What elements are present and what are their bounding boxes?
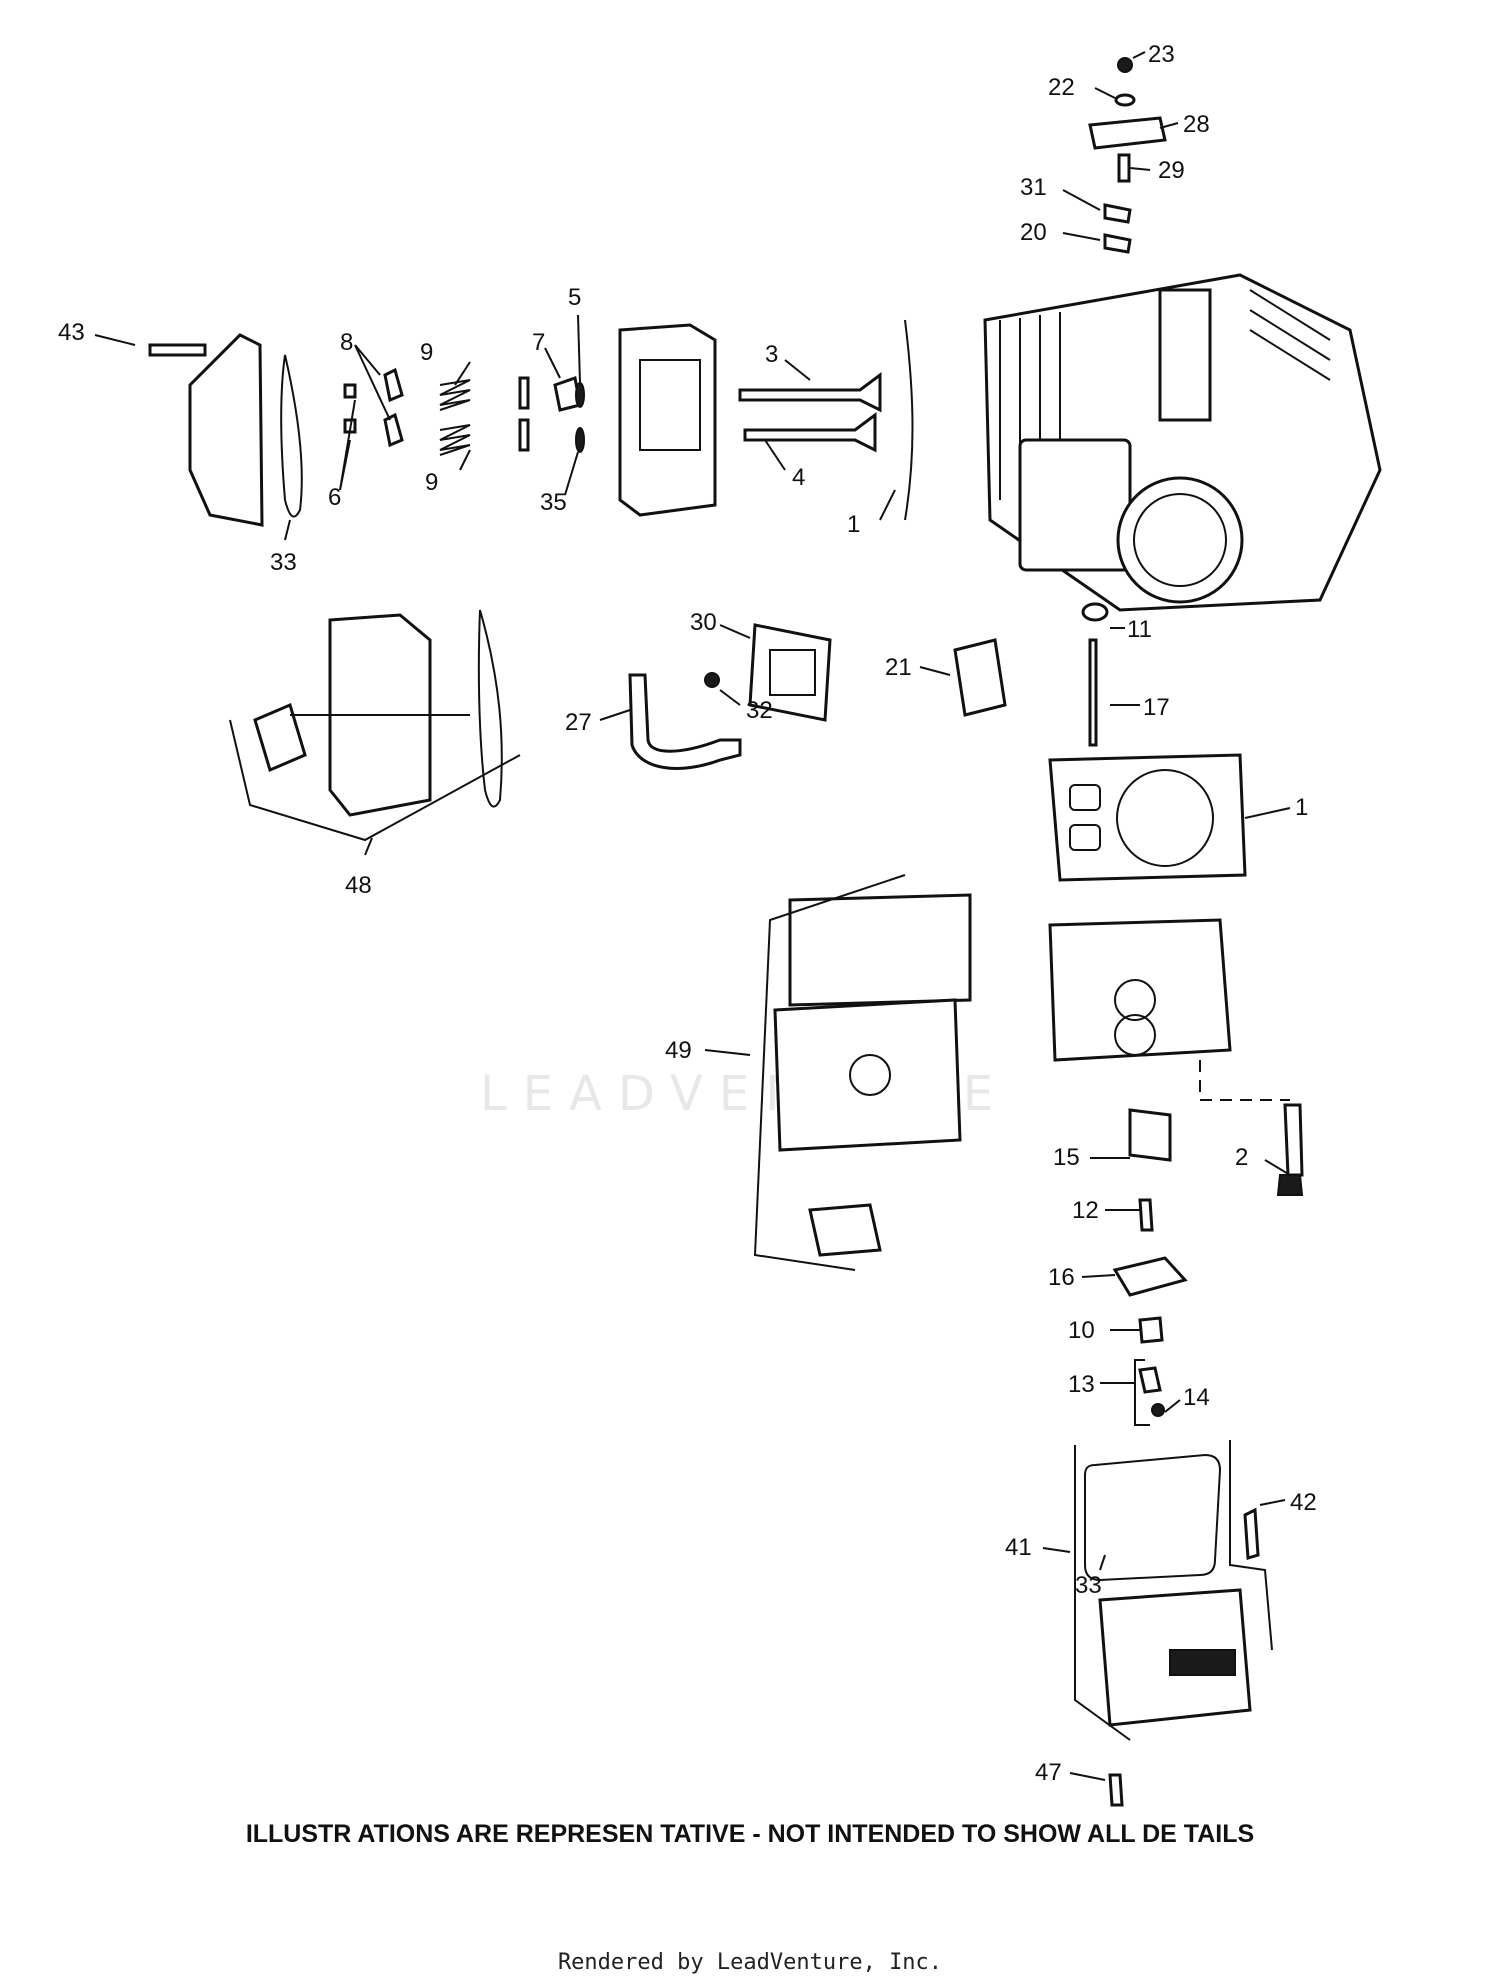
callout-4: 4 [792,464,805,491]
callout-9-top: 9 [420,339,433,366]
disclaimer-text: ILLUSTR ATIONS ARE REPRESEN TATIVE - NOT… [245,1820,1255,1848]
callout-1-gasket: 1 [1295,794,1308,821]
valve-springs [343,367,585,456]
callout-35: 35 [540,489,567,516]
callout-48: 48 [345,872,372,899]
valve-cover-left [148,333,303,527]
callout-2: 2 [1235,1144,1248,1171]
cylinder-block [983,273,1382,612]
valves [738,319,914,521]
callout-8: 8 [340,329,353,356]
callout-23: 23 [1148,41,1175,68]
callout-6: 6 [328,484,341,511]
callout-42: 42 [1290,1489,1317,1516]
callout-12: 12 [1072,1197,1099,1224]
callout-22: 22 [1048,74,1075,101]
callout-28: 28 [1183,111,1210,138]
callout-9-bottom: 9 [425,469,438,496]
callout-16: 16 [1048,1264,1075,1291]
callout-33-left: 33 [270,549,297,576]
callout-3: 3 [765,341,778,368]
callout-1-top: 1 [847,511,860,538]
callout-14: 14 [1183,1384,1210,1411]
render-credit: Rendered by LeadVenture, Inc. [557,1950,943,1975]
callout-32: 32 [746,697,773,724]
hose-27 [628,672,742,770]
callout-11: 11 [1127,616,1152,643]
gasket-30 [748,623,832,722]
callout-33-bottom: 33 [1075,1572,1102,1599]
cylinder-head-upper [618,323,717,517]
pushrod-17 [1081,602,1109,747]
callout-labels: 23 22 28 29 31 20 43 8 9 7 5 3 6 9 35 4 … [58,41,1317,1786]
head-gasket-1 [1048,753,1247,882]
callout-43: 43 [58,319,85,346]
callout-13: 13 [1068,1371,1095,1398]
callout-17: 17 [1143,694,1170,721]
callout-27: 27 [565,709,592,736]
callout-30: 30 [690,609,717,636]
callout-7: 7 [532,329,545,356]
cylinder-head-assembly-49 [753,874,972,1271]
callout-20: 20 [1020,219,1047,246]
cylinder-head [1048,918,1290,1101]
cylinder-head-assembly-48 [229,609,521,842]
callout-10: 10 [1068,1317,1095,1344]
callout-21: 21 [885,654,912,681]
valve-cover-assembly-41 [1074,1440,1273,1807]
callout-29: 29 [1158,157,1185,184]
callout-31: 31 [1020,174,1047,201]
callout-5: 5 [568,284,581,311]
leader-lines [94,51,1291,1781]
callout-49: 49 [665,1037,692,1064]
filter-21 [953,638,1007,717]
breather-assembly [1088,57,1167,254]
rocker-parts [1112,1103,1304,1426]
callout-47: 47 [1035,1759,1062,1786]
callout-41: 41 [1005,1534,1032,1561]
callout-15: 15 [1053,1144,1080,1171]
